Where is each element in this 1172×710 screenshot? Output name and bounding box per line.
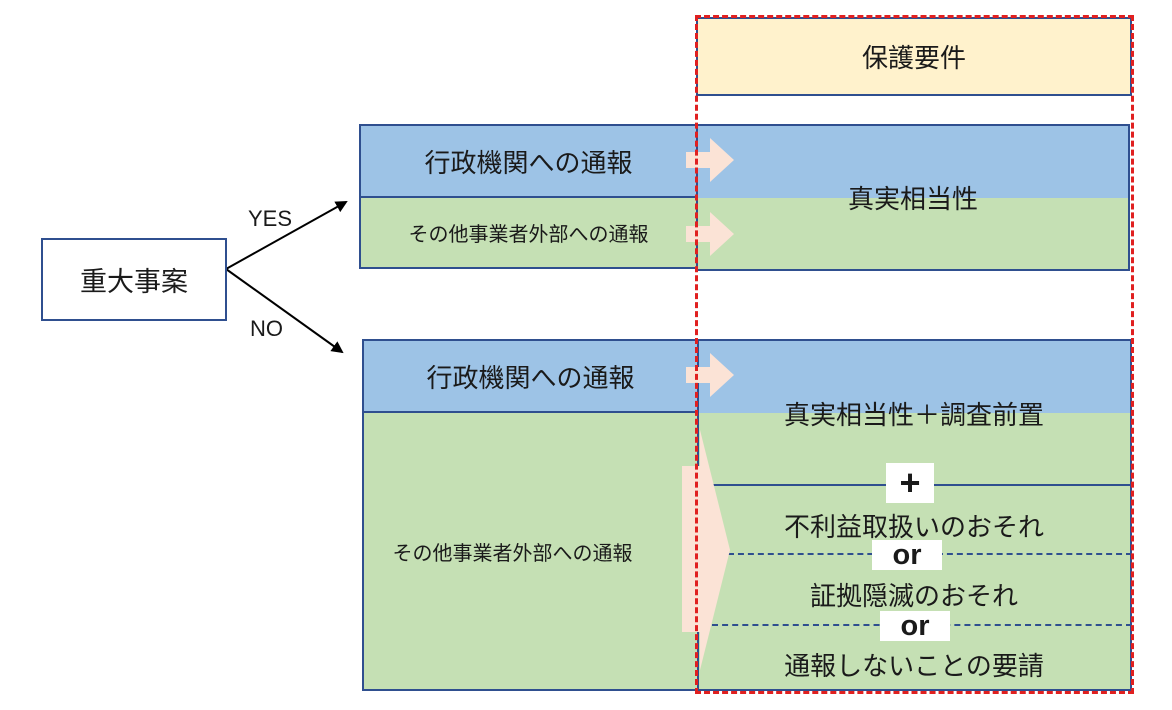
no-admin-report: 行政機関への通報 xyxy=(362,339,699,413)
requirements-header-label: 保護要件 xyxy=(861,44,966,74)
no-admin-requirement-label: 真実相当性＋調査前置 xyxy=(783,400,1044,431)
requirements-header: 保護要件 xyxy=(696,17,1132,96)
condition-1: 不利益取扱いのおそれ xyxy=(783,512,1044,543)
root-node: 重大事案 xyxy=(41,238,227,321)
yes-admin-report-label: 行政機関への通報 xyxy=(424,148,633,179)
or-label-2: or xyxy=(880,610,950,642)
condition-2: 証拠隠滅のおそれ xyxy=(809,581,1018,612)
yes-label: YES xyxy=(248,206,293,231)
no-other-block-arrow xyxy=(682,430,730,670)
yes-other-report-label: その他事業者外部への通報 xyxy=(408,222,649,246)
plus-sign: + xyxy=(886,462,934,503)
no-other-report: その他事業者外部への通報 xyxy=(362,411,699,691)
yes-admin-block-arrow xyxy=(686,138,734,182)
no-label: NO xyxy=(250,316,283,341)
no-admin-block-arrow xyxy=(686,353,734,397)
condition-3: 通報しないことの要請 xyxy=(784,651,1044,682)
yes-requirement-label: 真実相当性 xyxy=(847,185,978,215)
no-admin-report-label: 行政機関への通報 xyxy=(426,363,635,394)
yes-other-report: その他事業者外部への通報 xyxy=(359,196,698,269)
yes-arrow xyxy=(225,201,348,270)
yes-admin-report: 行政機関への通報 xyxy=(359,124,698,198)
yes-other-block-arrow xyxy=(686,212,734,256)
no-arrow xyxy=(225,268,344,354)
yes-requirement-box xyxy=(696,124,1130,271)
requirements-frame xyxy=(695,15,1134,694)
no-other-report-label: その他事業者外部への通報 xyxy=(392,540,633,565)
or-label-1: or xyxy=(872,539,942,571)
root-label: 重大事案 xyxy=(80,267,188,298)
